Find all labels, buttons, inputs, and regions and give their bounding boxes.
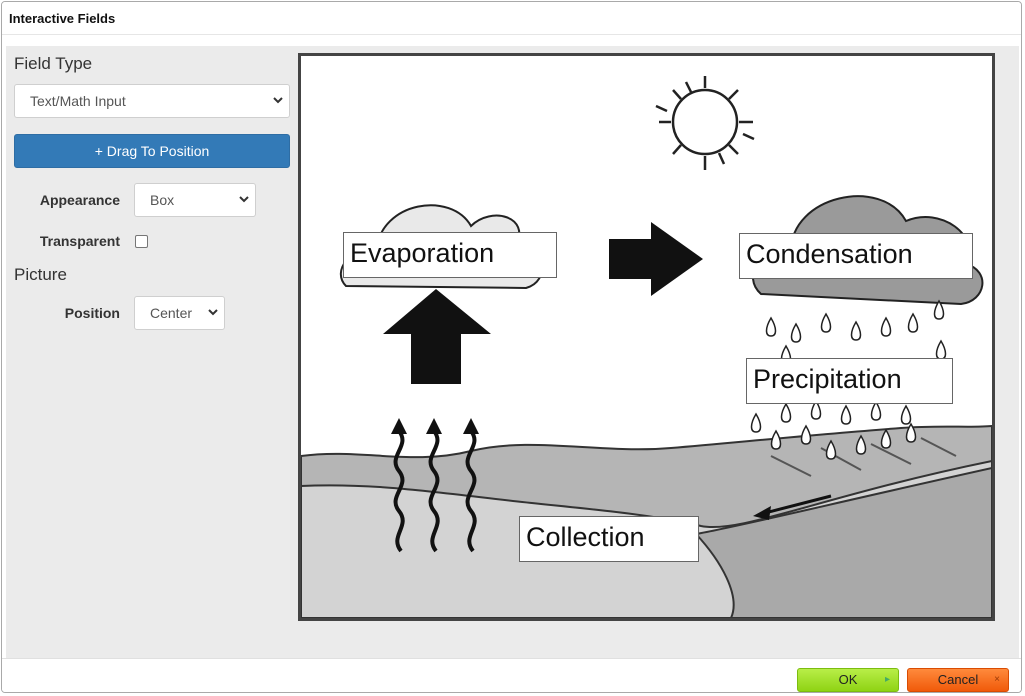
appearance-select-value: Box (150, 192, 175, 208)
field-collection[interactable]: Collection (519, 516, 699, 562)
cancel-button[interactable]: Cancel × (907, 668, 1009, 692)
sun-icon (655, 76, 755, 170)
field-type-select-value: Text/Math Input (30, 93, 126, 109)
ok-button[interactable]: OK ▸ (797, 668, 899, 692)
field-condensation[interactable]: Condensation (739, 233, 973, 279)
dialog-title: Interactive Fields (9, 11, 116, 26)
transparent-checkbox[interactable] (135, 235, 148, 248)
position-label: Position (64, 305, 120, 321)
picture-heading: Picture (14, 265, 67, 284)
cancel-button-label: Cancel (937, 672, 979, 687)
field-type-select[interactable]: Text/Math Input (14, 84, 290, 118)
chevron-down-icon (273, 97, 283, 104)
appearance-label: Appearance (39, 192, 120, 208)
appearance-select[interactable]: Box (134, 183, 256, 217)
chevron-down-icon (208, 309, 218, 316)
close-icon: × (994, 674, 1000, 685)
drag-to-position-button[interactable]: + Drag To Position (14, 134, 290, 168)
arrow-right-icon: ▸ (884, 674, 890, 685)
transparent-label: Transparent (39, 233, 120, 249)
ok-button-label: OK (838, 672, 858, 687)
dialog-footer: OK ▸ Cancel × (2, 658, 1021, 692)
chevron-down-icon (239, 196, 249, 203)
dialog-titlebar: Interactive Fields (2, 2, 1021, 35)
field-type-heading: Field Type (14, 54, 93, 73)
field-precipitation[interactable]: Precipitation (746, 358, 953, 404)
field-evaporation[interactable]: Evaporation (343, 232, 557, 278)
picture-canvas[interactable]: Evaporation Condensation Precipitation C… (298, 53, 995, 621)
position-select[interactable]: Center (134, 296, 225, 330)
position-select-value: Center (150, 305, 193, 321)
dialog-content: Field Type Text/Math Input + Drag To Pos… (6, 46, 1019, 658)
